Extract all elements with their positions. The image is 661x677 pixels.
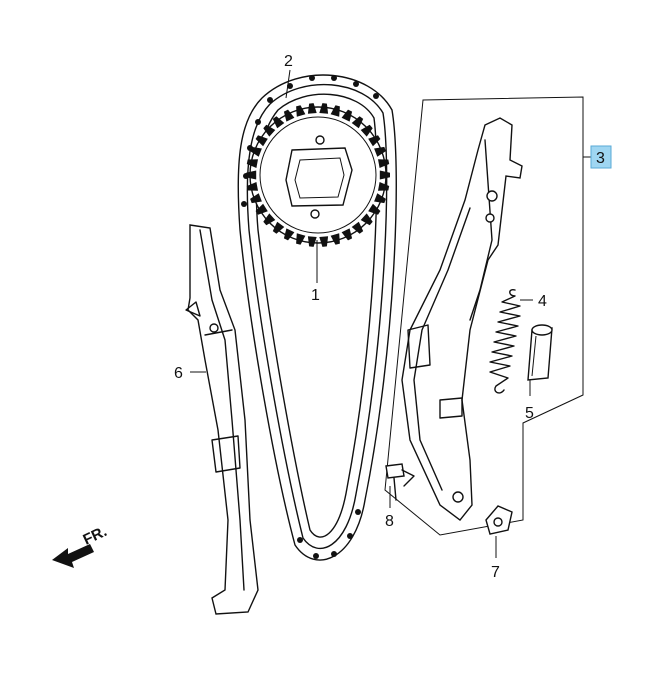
sprocket-tooth (351, 116, 364, 129)
callout-1: 1 (311, 287, 320, 304)
sprocket-tooth (272, 221, 285, 234)
sprocket-tooth (272, 116, 285, 129)
chain-guide (185, 224, 259, 615)
sprocket-tooth (263, 213, 276, 226)
callout-5: 5 (525, 405, 534, 422)
front-label: FR. (81, 523, 110, 549)
tensioner-spring (489, 288, 521, 394)
callout-6: 6 (174, 365, 183, 382)
callout-4: 4 (538, 293, 547, 310)
sprocket-tooth (250, 193, 262, 204)
sprocket-tooth (296, 105, 306, 117)
cam-sprocket (246, 103, 390, 247)
sprocket-tooth (379, 170, 390, 180)
sprocket-tooth (341, 228, 353, 241)
callout-2: 2 (284, 53, 293, 70)
washer-clip (485, 505, 513, 535)
sprocket-tooth (341, 109, 353, 122)
tensioner-arm (401, 117, 523, 521)
callout-7: 7 (491, 564, 500, 581)
sprocket-teeth (246, 103, 390, 247)
callout-3-highlight (590, 145, 612, 169)
sprocket-tooth (246, 182, 258, 191)
callout-8: 8 (385, 513, 394, 530)
cam-chain (237, 74, 397, 561)
chain-links (241, 75, 379, 559)
sprocket-tooth (250, 146, 262, 157)
sprocket-tooth (307, 236, 317, 247)
sprocket-tooth (360, 213, 373, 226)
sprocket-tooth (283, 228, 295, 241)
front-direction-arrow: FR. (52, 523, 110, 568)
sprocket-tooth (255, 203, 268, 215)
sprocket-tooth (368, 203, 381, 215)
tensioner-pin (527, 324, 553, 381)
sprocket-tooth (296, 233, 306, 245)
bolt (385, 463, 415, 501)
sprocket-tooth (378, 182, 390, 191)
sprocket-tooth (330, 105, 340, 117)
sprocket-tooth (246, 159, 258, 168)
callout-3: 3 (596, 150, 605, 167)
sprocket-tooth (319, 236, 329, 247)
sprocket-tooth (330, 233, 340, 245)
sprocket-tooth (378, 159, 390, 168)
sprocket-tooth (374, 146, 386, 157)
sprocket-tooth (283, 109, 295, 122)
sprocket-tooth (263, 124, 276, 137)
leader-lines (190, 69, 533, 558)
sprocket-tooth (374, 193, 386, 204)
sprocket-tooth (255, 135, 268, 147)
sprocket-tooth (246, 170, 257, 180)
sprocket-tooth (351, 221, 364, 234)
sprocket-tooth (319, 103, 329, 114)
sprocket-tooth (368, 135, 381, 147)
sprocket-tooth (307, 103, 317, 114)
sprocket-tooth (360, 124, 373, 137)
